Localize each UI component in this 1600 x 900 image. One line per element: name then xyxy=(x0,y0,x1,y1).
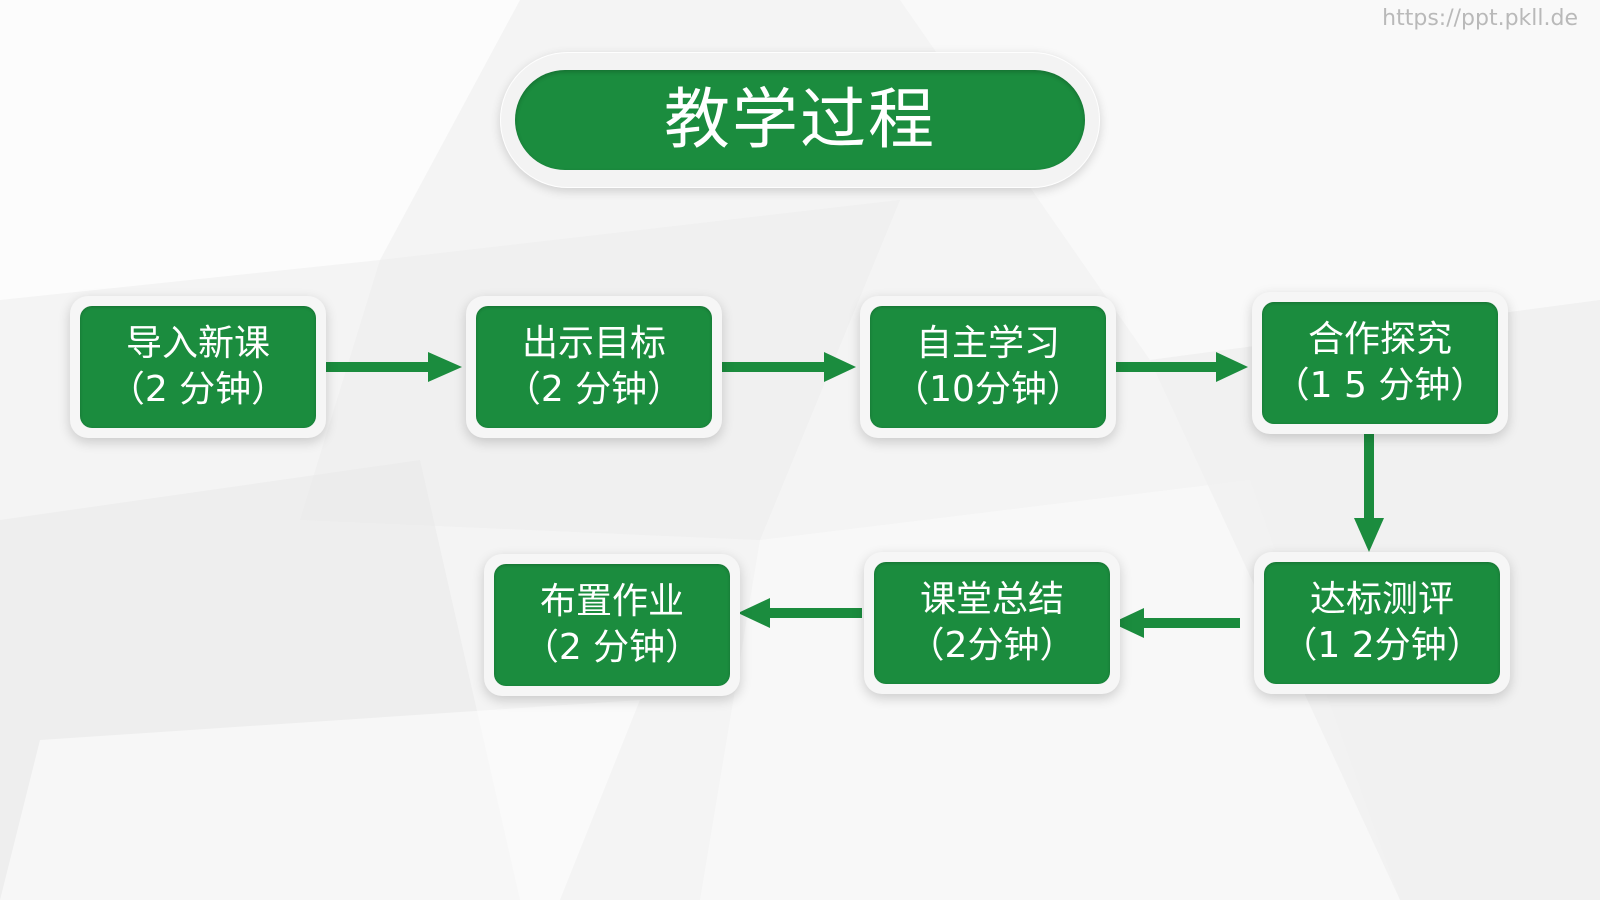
step-frame-5: 达标测评 （1 2分钟） xyxy=(1254,552,1510,694)
step-box: 达标测评 （1 2分钟） xyxy=(1264,562,1500,684)
step-duration: （10分钟） xyxy=(893,369,1083,410)
step-box: 布置作业 （2 分钟） xyxy=(494,564,730,686)
step-box: 导入新课 （2 分钟） xyxy=(80,306,316,428)
step-box: 自主学习 （10分钟） xyxy=(870,306,1106,428)
step-box: 合作探究 （1 5 分钟） xyxy=(1262,302,1498,424)
watermark-url: https://ppt.pkll.de xyxy=(1382,6,1578,31)
step-duration: （1 5 分钟） xyxy=(1273,365,1487,406)
step-box: 出示目标 （2 分钟） xyxy=(476,306,712,428)
step-duration: （2 分钟） xyxy=(108,369,288,410)
step-name: 导入新课 xyxy=(125,323,270,364)
step-frame-1: 导入新课 （2 分钟） xyxy=(70,296,326,438)
step-frame-2: 出示目标 （2 分钟） xyxy=(466,296,722,438)
title-pill: 教学过程 xyxy=(515,70,1085,170)
step-duration: （2 分钟） xyxy=(522,627,702,668)
step-frame-6: 课堂总结 （2分钟） xyxy=(864,552,1120,694)
step-frame-4: 合作探究 （1 5 分钟） xyxy=(1252,292,1508,434)
step-name: 出示目标 xyxy=(521,323,666,364)
step-name: 课堂总结 xyxy=(919,579,1064,620)
step-name: 布置作业 xyxy=(539,581,684,622)
step-duration: （2分钟） xyxy=(908,625,1076,666)
step-frame-3: 自主学习 （10分钟） xyxy=(860,296,1116,438)
step-name: 自主学习 xyxy=(915,323,1060,364)
step-duration: （1 2分钟） xyxy=(1281,625,1483,666)
step-frame-7: 布置作业 （2 分钟） xyxy=(484,554,740,696)
step-name: 合作探究 xyxy=(1307,319,1452,360)
page-title: 教学过程 xyxy=(664,81,936,158)
step-duration: （2 分钟） xyxy=(504,369,684,410)
step-name: 达标测评 xyxy=(1309,579,1454,620)
step-box: 课堂总结 （2分钟） xyxy=(874,562,1110,684)
